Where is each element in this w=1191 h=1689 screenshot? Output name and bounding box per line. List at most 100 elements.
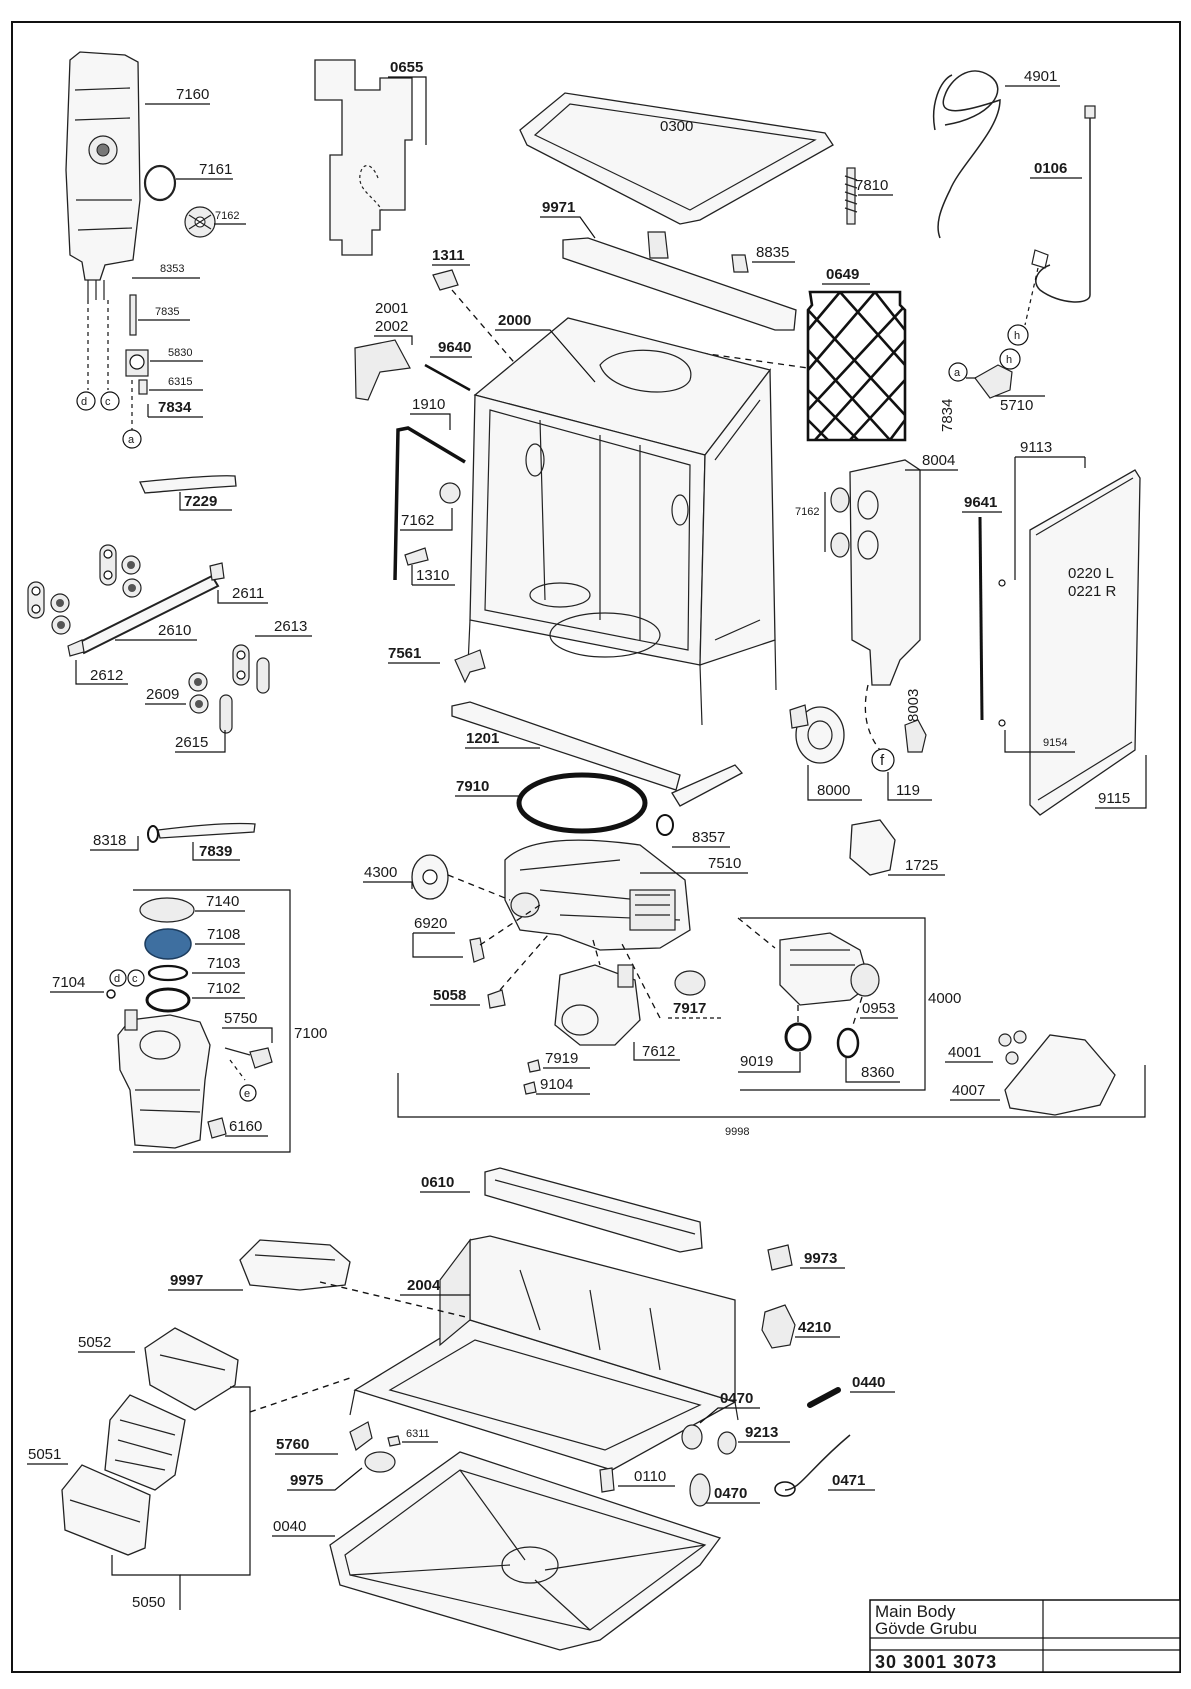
label-9641: 9641 bbox=[964, 494, 997, 511]
part-8003 bbox=[904, 719, 927, 753]
marker-h-2-text: h bbox=[1014, 330, 1020, 342]
part-9971-rail bbox=[562, 231, 797, 331]
title-block bbox=[869, 1599, 1181, 1673]
part-6315 bbox=[138, 379, 148, 395]
part-0655-insulation bbox=[314, 59, 413, 256]
part-7229-hose bbox=[139, 475, 237, 494]
part-5051-pcb bbox=[104, 1394, 186, 1491]
marker-d-2 bbox=[109, 969, 127, 987]
part-1201-rail bbox=[451, 701, 681, 791]
label-7510: 7510 bbox=[708, 855, 741, 872]
title-en: Main Body bbox=[875, 1602, 956, 1621]
part-9975 bbox=[364, 1451, 396, 1473]
label-1725: 1725 bbox=[905, 857, 938, 874]
label-5052: 5052 bbox=[78, 1334, 111, 1351]
label-6920: 6920 bbox=[414, 915, 447, 932]
label-4901: 4901 bbox=[1024, 68, 1057, 85]
part-2610-bar bbox=[76, 574, 220, 655]
label-5051: 5051 bbox=[28, 1446, 61, 1463]
marker-a-1 bbox=[122, 429, 142, 449]
label-7160: 7160 bbox=[176, 86, 209, 103]
label-0300: 0300 bbox=[660, 118, 693, 135]
part-0040-base-tray bbox=[329, 1451, 722, 1651]
label-8318: 8318 bbox=[93, 832, 126, 849]
label-5058: 5058 bbox=[433, 987, 466, 1004]
label-7810: 7810 bbox=[855, 177, 888, 194]
marker-h-2 bbox=[1007, 324, 1029, 346]
part-1725 bbox=[849, 819, 896, 876]
part-6311 bbox=[387, 1435, 401, 1447]
part-2001-2002 bbox=[354, 339, 411, 401]
part-9973 bbox=[767, 1244, 793, 1271]
part-0220-0221-side-panel bbox=[1029, 469, 1141, 816]
part-0110 bbox=[599, 1467, 615, 1493]
label-4210: 4210 bbox=[798, 1319, 831, 1336]
part-2611 bbox=[209, 562, 225, 581]
label-9019: 9019 bbox=[740, 1053, 773, 1070]
label-9998: 9998 bbox=[725, 1126, 749, 1138]
part-7102-ring bbox=[145, 987, 191, 1013]
part-8318-clamp bbox=[147, 825, 159, 843]
label-5050: 5050 bbox=[132, 1594, 165, 1611]
label-7162-b: 7162 bbox=[401, 512, 434, 529]
label-4300: 4300 bbox=[364, 864, 397, 881]
part-5050-housing bbox=[61, 1464, 151, 1556]
label-2613: 2613 bbox=[274, 618, 307, 635]
label-1910: 1910 bbox=[412, 396, 445, 413]
label-0110: 0110 bbox=[634, 1468, 666, 1485]
label-0220: 0220 L bbox=[1068, 565, 1114, 582]
part-2004-base-frame bbox=[349, 1235, 739, 1486]
label-0470-b: 0470 bbox=[714, 1485, 747, 1502]
label-9113: 9113 bbox=[1020, 439, 1052, 456]
marker-d-1 bbox=[76, 391, 96, 411]
marker-c-1 bbox=[100, 391, 120, 411]
label-0610: 0610 bbox=[421, 1174, 454, 1191]
part-1310 bbox=[404, 547, 429, 566]
part-8357-hose bbox=[671, 764, 744, 807]
label-2004: 2004 bbox=[407, 1277, 441, 1294]
label-7229: 7229 bbox=[184, 493, 217, 510]
label-9640: 9640 bbox=[438, 339, 471, 356]
label-2610: 2610 bbox=[158, 622, 191, 639]
label-7102: 7102 bbox=[207, 980, 240, 997]
label-7910: 7910 bbox=[456, 778, 489, 795]
part-6920 bbox=[469, 937, 485, 963]
sheet-border bbox=[11, 21, 1181, 1673]
marker-e-text: e bbox=[244, 1088, 250, 1100]
part-7835-pin bbox=[129, 294, 137, 336]
label-5760: 5760 bbox=[276, 1436, 309, 1453]
part-4210 bbox=[761, 1304, 796, 1349]
marker-h-1-text: h bbox=[1006, 354, 1012, 366]
part-0470-b bbox=[689, 1473, 711, 1507]
label-7834-a: 7834 bbox=[158, 399, 192, 416]
part-9213 bbox=[717, 1431, 737, 1455]
label-7103: 7103 bbox=[207, 955, 240, 972]
part-1910-seal bbox=[393, 426, 466, 581]
marker-a-2-text: a bbox=[954, 367, 961, 379]
label-8835: 8835 bbox=[756, 244, 789, 261]
part-4901-cable bbox=[937, 70, 1001, 239]
label-1201: 1201 bbox=[466, 730, 499, 747]
label-0221: 0221 R bbox=[1068, 583, 1117, 600]
marker-a-2 bbox=[948, 362, 968, 382]
part-7160-channel bbox=[65, 51, 141, 300]
part-7140-cap bbox=[139, 897, 195, 923]
label-9104: 9104 bbox=[540, 1076, 573, 1093]
label-8360: 8360 bbox=[861, 1064, 894, 1081]
label-8357: 8357 bbox=[692, 829, 725, 846]
roller-group-left bbox=[27, 581, 71, 635]
part-7161-seal bbox=[143, 164, 177, 202]
label-0471: 0471 bbox=[832, 1472, 865, 1489]
label-8000: 8000 bbox=[817, 782, 850, 799]
label-1311: 1311 bbox=[432, 247, 465, 264]
label-9213: 9213 bbox=[745, 1424, 778, 1441]
label-0470-a: 0470 bbox=[720, 1390, 753, 1407]
label-7104: 7104 bbox=[52, 974, 85, 991]
marker-c-1-text: c bbox=[105, 396, 111, 408]
marker-f bbox=[871, 748, 895, 772]
marker-d-1-text: d bbox=[81, 396, 87, 408]
part-7612-pump bbox=[554, 964, 641, 1046]
label-7835: 7835 bbox=[155, 306, 179, 318]
label-0953: 0953 bbox=[862, 1000, 895, 1017]
